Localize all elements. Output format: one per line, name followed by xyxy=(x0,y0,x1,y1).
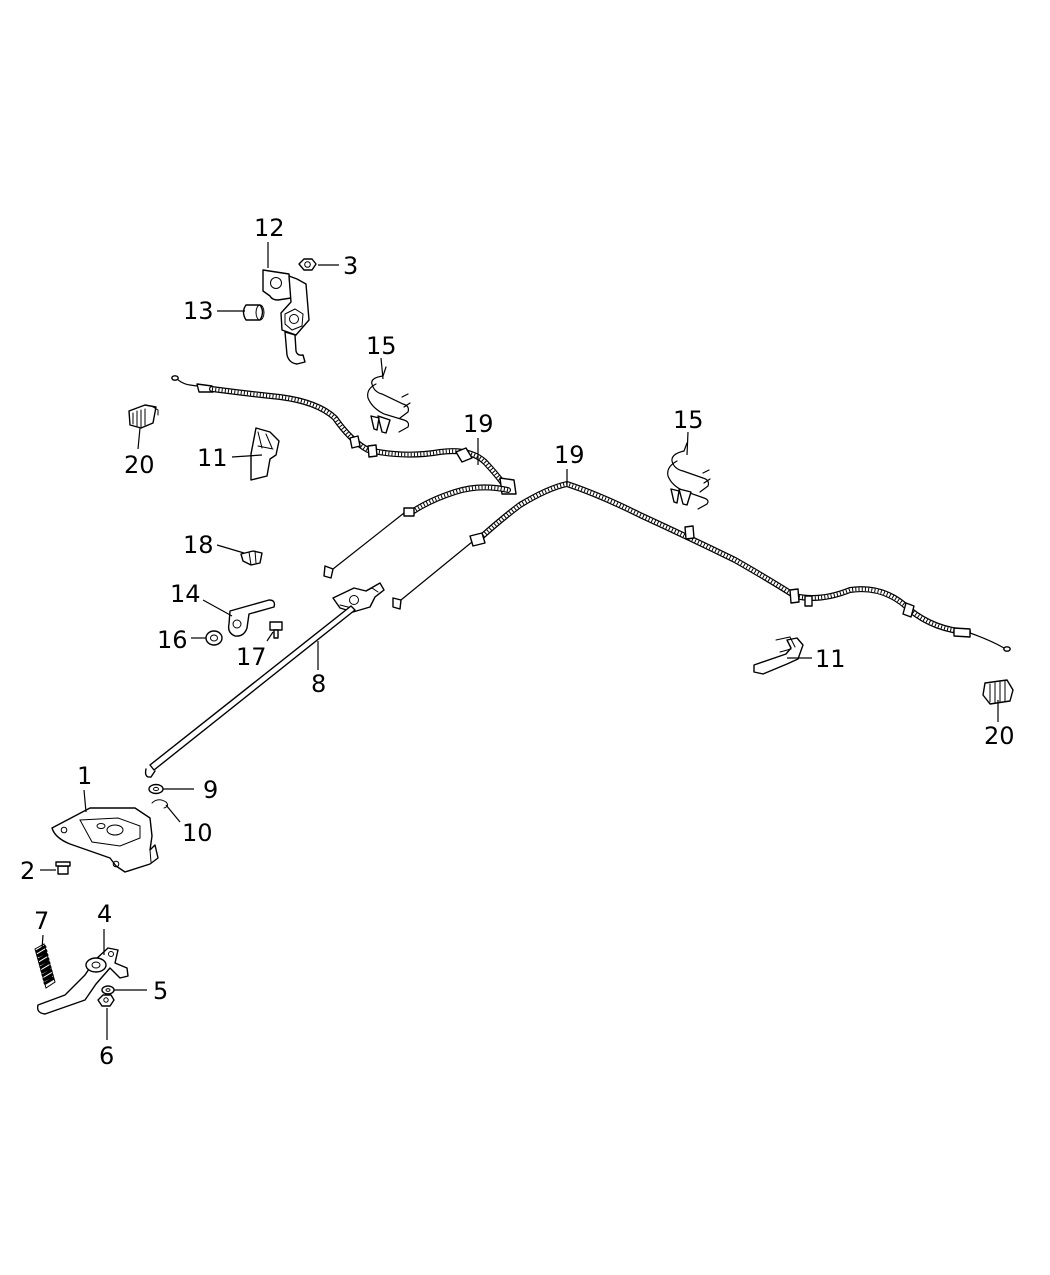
lever-base-part-1 xyxy=(51,807,159,873)
rear-cable-part-19-right xyxy=(392,481,1011,652)
callout-5: 5 xyxy=(153,977,168,1005)
spring-part-7 xyxy=(34,943,56,989)
callout-15-top: 15 xyxy=(366,332,397,360)
cable-end-part-20-left xyxy=(128,404,159,429)
callout-1: 1 xyxy=(77,762,92,790)
cable-clip-part-15-top xyxy=(367,366,411,434)
bushing-part-13 xyxy=(242,304,265,321)
cable-bracket-part-11-left xyxy=(250,427,280,481)
bracket-part-14 xyxy=(227,599,276,637)
callout-3: 3 xyxy=(343,252,358,280)
grommet-part-16 xyxy=(205,630,223,646)
bracket-part-12 xyxy=(262,269,310,365)
bolt-part-2 xyxy=(55,861,71,875)
callout-4: 4 xyxy=(97,900,112,928)
cable-end-part-20-right xyxy=(982,679,1014,705)
callout-labels: 12 3 13 15 19 20 11 15 19 18 14 16 17 8 … xyxy=(20,214,1015,1070)
washer-part-5 xyxy=(101,985,115,995)
callout-18: 18 xyxy=(183,531,214,559)
callout-2: 2 xyxy=(20,857,35,885)
callout-17: 17 xyxy=(236,643,267,671)
callout-19-right: 19 xyxy=(554,441,585,469)
callout-9: 9 xyxy=(203,776,218,804)
callout-20-left: 20 xyxy=(124,451,155,479)
callout-10: 10 xyxy=(182,819,213,847)
callout-19-left: 19 xyxy=(463,410,494,438)
callout-11-left: 11 xyxy=(197,444,228,472)
callout-20-right: 20 xyxy=(984,722,1015,750)
washer-part-9 xyxy=(148,783,164,795)
callout-8: 8 xyxy=(311,670,326,698)
callout-15-right: 15 xyxy=(673,406,704,434)
callout-11-right: 11 xyxy=(815,645,846,673)
rear-cable-part-19-left xyxy=(171,375,517,579)
clip-part-10 xyxy=(151,799,169,809)
clip-part-18 xyxy=(240,550,263,566)
lever-arm-part-4 xyxy=(36,947,129,1015)
cable-clip-part-15-right xyxy=(667,442,711,510)
callout-7: 7 xyxy=(34,907,49,935)
callout-16: 16 xyxy=(157,626,188,654)
front-cable-equalizer-part-8 xyxy=(144,582,385,778)
bolt-part-17 xyxy=(269,621,283,639)
callout-12: 12 xyxy=(254,214,285,242)
nut-part-3 xyxy=(298,258,317,271)
callout-13: 13 xyxy=(183,297,214,325)
cable-bracket-part-11-right xyxy=(753,636,804,675)
nut-part-6 xyxy=(97,994,115,1007)
leader-lines xyxy=(40,242,999,1040)
callout-14: 14 xyxy=(170,580,201,608)
callout-6: 6 xyxy=(99,1042,114,1070)
